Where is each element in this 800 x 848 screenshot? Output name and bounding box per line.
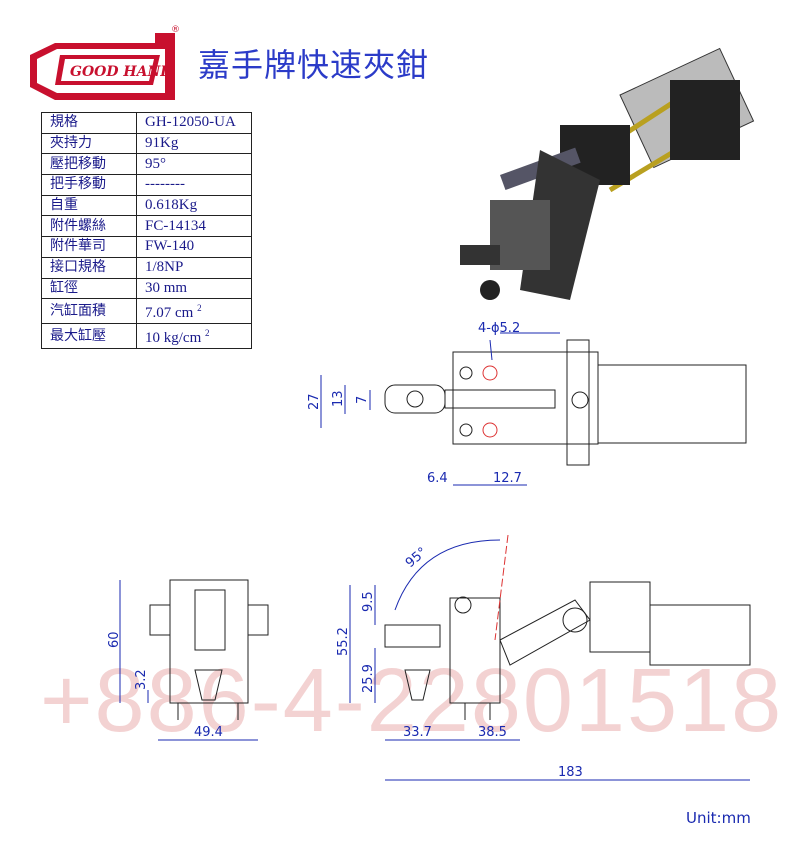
- spec-value-text: FC-14134: [145, 217, 206, 234]
- spec-value-text: 91Kg: [145, 135, 179, 152]
- dim-33-7: 33.7: [403, 725, 432, 740]
- spec-value: FW-140: [136, 236, 252, 258]
- spec-row: 附件華司 FW-140: [41, 236, 252, 258]
- dim-55-2: 55.2: [336, 627, 351, 656]
- spec-label: 壓把移動: [41, 153, 137, 176]
- product-render: [460, 47, 755, 300]
- spec-row: 把手移動 --------: [41, 174, 252, 196]
- dim-60: 60: [107, 631, 122, 648]
- dim-13: 13: [331, 390, 346, 407]
- spec-label: 把手移動: [41, 174, 137, 196]
- good-hand-logo: GOOD HAND ®: [30, 25, 180, 100]
- top-view: [384, 339, 747, 466]
- spec-value-text: --------: [145, 176, 185, 193]
- spec-value-text: GH-12050-UA: [145, 114, 236, 131]
- spec-row: 自重 0.618Kg: [41, 194, 252, 217]
- spec-label: 最大缸壓: [41, 323, 137, 350]
- unit-label: Unit:mm: [686, 809, 751, 827]
- dim-183: 183: [558, 765, 583, 780]
- spec-value-text: 10 kg/cm: [145, 330, 202, 347]
- spec-value: FC-14134: [136, 215, 252, 238]
- spec-value: 7.07 cm 2: [136, 298, 252, 325]
- spec-label: 附件螺絲: [41, 215, 137, 238]
- dim-6-4: 6.4: [427, 471, 448, 486]
- dim-9-5: 9.5: [361, 591, 376, 612]
- svg-text:®: ®: [171, 25, 180, 35]
- watermark: +886-4-22801518: [40, 651, 784, 751]
- spec-sup: 2: [197, 303, 202, 314]
- dim-3-2: 3.2: [134, 669, 149, 690]
- spec-value-text: 95°: [145, 155, 166, 172]
- svg-text:GOOD HAND: GOOD HAND: [70, 64, 173, 80]
- dim-12-7: 12.7: [493, 471, 522, 486]
- spec-label: 接口規格: [41, 256, 137, 279]
- dim-25-9: 25.9: [361, 664, 376, 693]
- spec-value-text: 30 mm: [145, 279, 188, 296]
- spec-label: 汽缸面積: [41, 298, 137, 325]
- spec-row: 附件螺絲 FC-14134: [41, 215, 252, 238]
- dim-7: 7: [355, 396, 370, 404]
- spec-value-text: 0.618Kg: [145, 197, 198, 214]
- spec-value-text: FW-140: [145, 238, 195, 255]
- spec-row: 接口規格 1/8NP: [41, 256, 252, 279]
- spec-label: 附件華司: [41, 236, 137, 258]
- spec-value: 10 kg/cm 2: [136, 323, 252, 350]
- spec-value-text: 1/8NP: [145, 259, 184, 276]
- page-title: 嘉手牌快速夾鉗: [198, 46, 430, 84]
- dim-49-4: 49.4: [194, 725, 223, 740]
- dim-38-5: 38.5: [478, 725, 507, 740]
- dim-27: 27: [307, 393, 322, 410]
- spec-value: 0.618Kg: [136, 194, 252, 217]
- spec-sup: 2: [205, 328, 210, 339]
- spec-label: 自重: [41, 194, 137, 217]
- dim-holes: 4-ϕ5.2: [478, 321, 520, 336]
- side-view: [384, 581, 751, 720]
- spec-value: 1/8NP: [136, 256, 252, 279]
- front-view: [149, 579, 269, 720]
- spec-value-text: 7.07 cm: [145, 305, 194, 322]
- dim-angle: 95°: [403, 545, 430, 571]
